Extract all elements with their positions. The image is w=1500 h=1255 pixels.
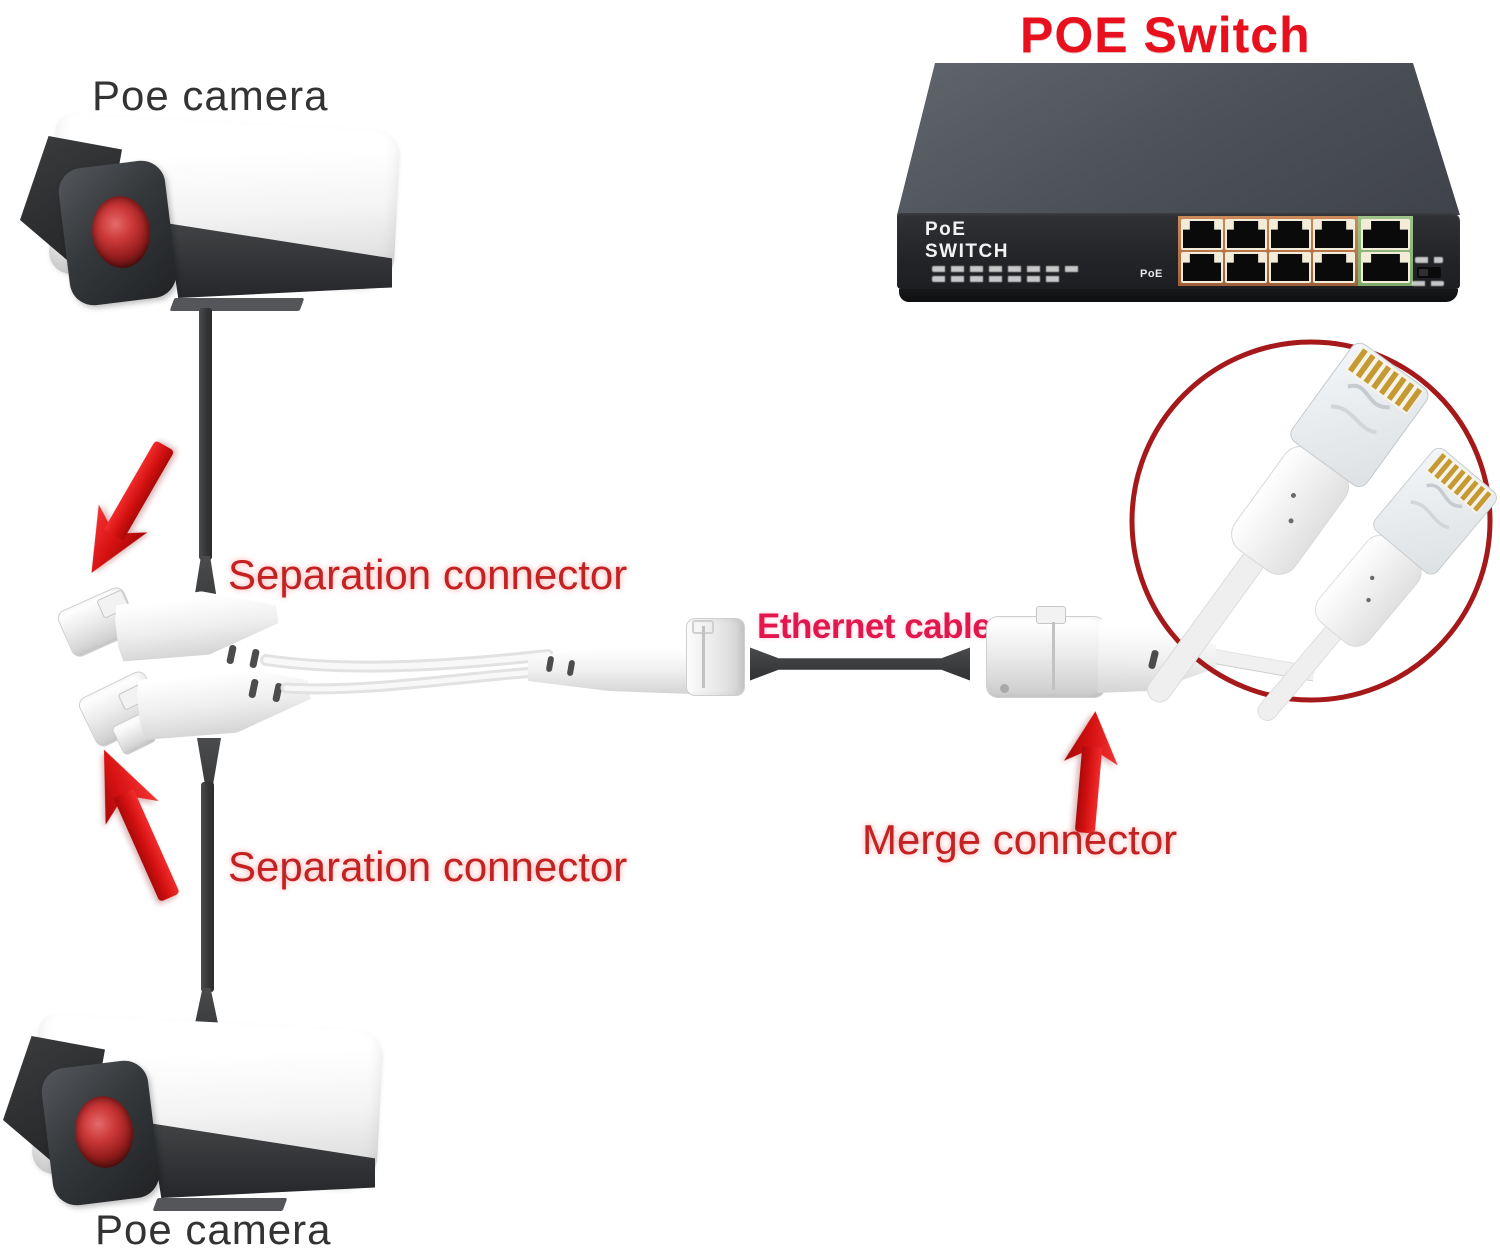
inset-ring xyxy=(1129,339,1493,703)
rj45-port-opening xyxy=(1271,254,1309,281)
separation-connector-label-1: Separation connector xyxy=(228,551,628,598)
rj45-port-opening xyxy=(1183,254,1221,281)
camera-mount xyxy=(169,298,305,311)
rj45-port xyxy=(1361,219,1410,250)
merge-connector-clip xyxy=(1036,606,1066,624)
ethernet-cable-label: Ethernet cable xyxy=(757,607,992,646)
camera-top-cable xyxy=(199,308,212,560)
splitter-cables xyxy=(260,649,553,695)
switch-fineprint-line-2 xyxy=(932,276,1060,282)
rj45-port xyxy=(1313,252,1355,283)
poe-camera-bottom-illustration xyxy=(0,1012,390,1217)
barrel-groove xyxy=(702,626,705,688)
separation-connector-label-2: Separation connector xyxy=(228,843,628,890)
switch-right-text xyxy=(1412,281,1444,286)
rj45-port xyxy=(1269,219,1311,250)
toggle-knob xyxy=(1419,269,1428,276)
barrel-groove xyxy=(1052,622,1055,690)
rj45-plug-icon xyxy=(1257,447,1497,721)
switch-brand-text: PoE SWITCH xyxy=(925,219,1009,262)
poe-camera-top-illustration xyxy=(12,112,407,317)
camera-bottom-cable-plug xyxy=(197,738,221,786)
rj45-port xyxy=(1225,252,1267,283)
switch-top-face xyxy=(897,63,1460,215)
boot-vent-slit xyxy=(226,644,237,665)
ethernet-cable-illustration xyxy=(750,647,970,681)
uplink-port-block xyxy=(1358,216,1413,286)
camera-bottom-label: Poe camera xyxy=(95,1206,332,1253)
rj45-port-opening xyxy=(1227,254,1265,281)
rj45-port-opening xyxy=(1271,221,1309,248)
rj45-port xyxy=(1181,252,1223,283)
switch-toggle xyxy=(1417,267,1441,278)
rj45-port xyxy=(1225,219,1267,250)
rj45-port xyxy=(1313,219,1355,250)
switch-poe-mark: PoE xyxy=(1140,268,1163,280)
arrow-head xyxy=(77,738,158,825)
switch-bottom-edge xyxy=(899,289,1458,302)
camera-bottom-cable xyxy=(201,782,214,992)
rj45-port xyxy=(1269,252,1311,283)
rj45-port-opening xyxy=(1227,221,1265,248)
poe-port-block xyxy=(1178,216,1358,286)
splitter-output-barrel xyxy=(686,618,745,696)
poe-switch-title: POE Switch xyxy=(1020,7,1311,63)
rj45-port-opening xyxy=(1363,221,1408,248)
switch-right-label xyxy=(1415,257,1443,263)
rj45-port-opening xyxy=(1183,221,1221,248)
arrow-shaft xyxy=(104,440,175,541)
rj45-plug-icon xyxy=(1147,342,1429,703)
switch-fineprint-line-1 xyxy=(932,266,1082,272)
rj45-port-opening xyxy=(1315,254,1353,281)
rj45-inset-magnifier xyxy=(1129,339,1497,721)
barrel-nub xyxy=(1000,684,1009,693)
rj45-port xyxy=(1181,219,1223,250)
separation-arrow-1-icon xyxy=(67,429,190,587)
rj45-port-opening xyxy=(1363,254,1408,281)
rj45-port xyxy=(1361,252,1410,283)
merge-connector-label: Merge connector xyxy=(862,816,1178,863)
arrow-shaft xyxy=(113,788,180,902)
camera-top-label: Poe camera xyxy=(92,72,329,119)
rj45-port-opening xyxy=(1315,221,1353,248)
separation-arrow-2-icon xyxy=(77,738,197,912)
